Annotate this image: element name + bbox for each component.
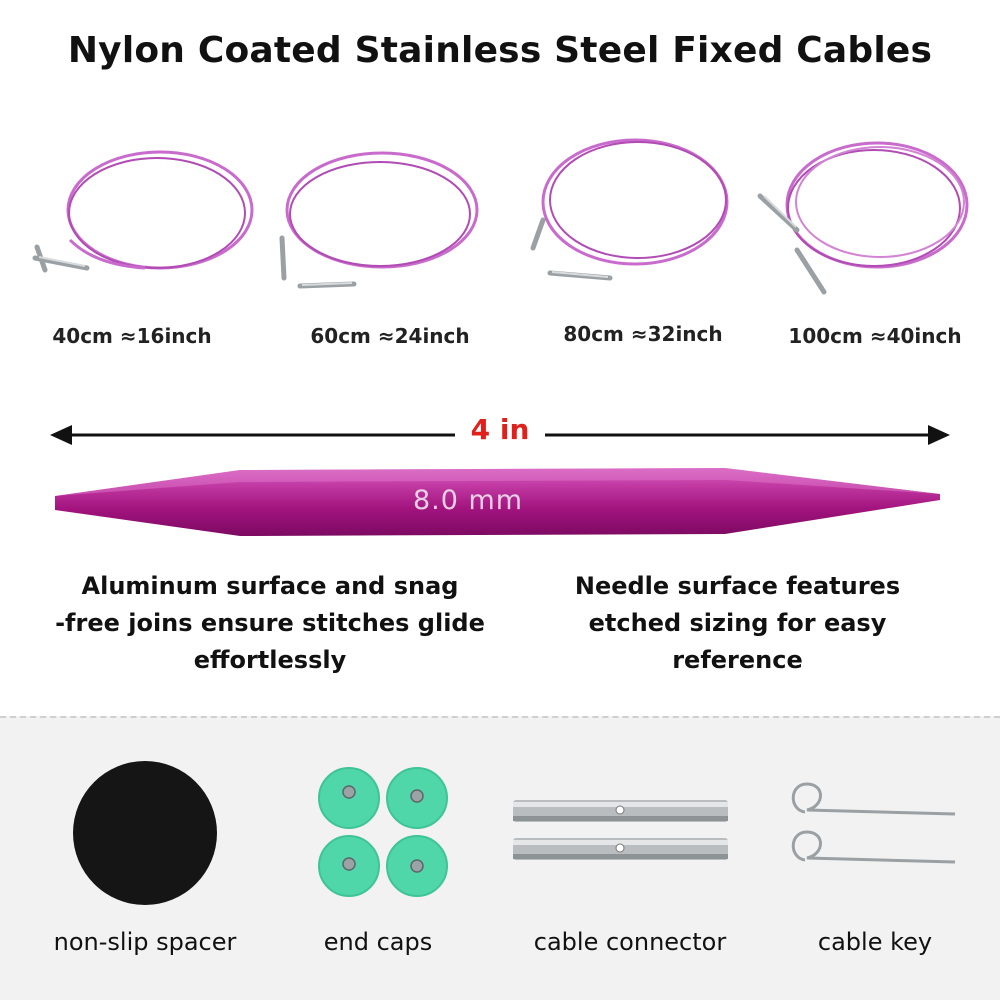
spacer-image: [73, 761, 217, 905]
cable-connector-image: [513, 800, 728, 860]
feature-right: Needle surface features etched sizing fo…: [500, 568, 975, 679]
cable-80cm-label: 80cm ≈32inch: [563, 322, 723, 346]
feature-left: Aluminum surface and snag -free joins en…: [0, 568, 540, 679]
cable-60cm-image: [279, 151, 479, 289]
cable-60cm-label: 60cm ≈24inch: [310, 324, 470, 348]
accessory-label-end-caps: end caps: [323, 928, 433, 956]
feature-right-line: Needle surface features: [574, 572, 901, 600]
accessories-panel: non-slip spacer end caps cable connector…: [0, 716, 1000, 1000]
feature-left-line: effortlessly: [193, 646, 347, 674]
cable-100cm-image: [757, 141, 969, 295]
cable-40cm-image: [32, 150, 254, 273]
accessory-label-spacer: non-slip spacer: [53, 928, 237, 956]
feature-left-line: Aluminum surface and snag: [81, 572, 459, 600]
cable-80cm-image: [530, 138, 729, 281]
needle-tip-image: [55, 468, 940, 536]
length-label: 4 in: [470, 413, 530, 446]
needle-size-label: 8.0 mm: [412, 485, 524, 516]
cable-40cm-label: 40cm ≈16inch: [52, 324, 212, 348]
feature-right-line: reference: [672, 646, 803, 674]
length-arrow: [50, 425, 950, 445]
end-caps-image: [318, 767, 448, 897]
cable-100cm-label: 100cm ≈40inch: [788, 324, 962, 348]
feature-left-line: -free joins ensure stitches glide: [55, 609, 485, 637]
accessory-label-connector: cable connector: [533, 928, 727, 956]
feature-right-line: etched sizing for easy: [588, 609, 887, 637]
page-title: Nylon Coated Stainless Steel Fixed Cable…: [67, 30, 933, 71]
cable-key-image: [791, 782, 956, 864]
accessory-label-cable-key: cable key: [817, 928, 933, 956]
